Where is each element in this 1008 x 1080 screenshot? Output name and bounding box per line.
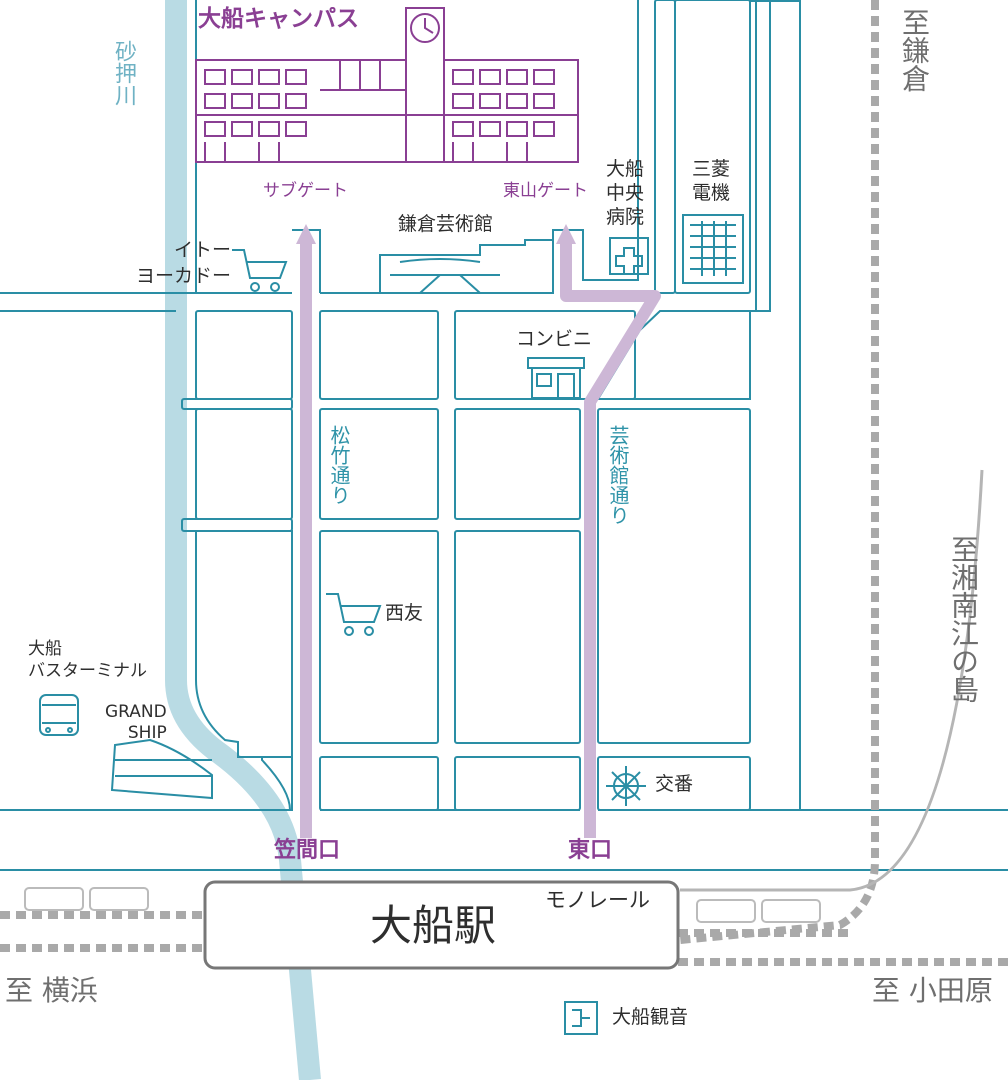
convenience-label: コンビニ (516, 328, 593, 350)
koban-label: 交番 (655, 773, 694, 795)
shochiku-street-label: 松竹通り (327, 425, 351, 505)
grand-ship-icon (110, 738, 213, 800)
ofuna-station-box (203, 880, 680, 970)
east-exit-label: 東口 (568, 838, 613, 863)
hospital-label: 大船 中央 病院 (606, 158, 645, 228)
train-icon-right (696, 899, 821, 923)
direction-odawara: 至 小田原 (872, 974, 993, 1007)
kamakura-arts-label: 鎌倉芸術館 (398, 213, 494, 235)
direction-enoshima: 至湘南江の島 (947, 535, 980, 703)
railway-tracks (0, 0, 1008, 966)
kannon-label: 大船観音 (612, 1006, 689, 1028)
direction-kamakura: 至鎌倉 (898, 8, 931, 92)
temple-icon (564, 1001, 598, 1035)
campus-title: 大船キャンパス (198, 6, 359, 32)
direction-yokohama: 至 横浜 (5, 974, 98, 1007)
walking-routes (296, 224, 661, 838)
train-icon-left (24, 887, 149, 911)
hospital-icon (609, 237, 649, 275)
kasama-exit-label: 笠間口 (274, 838, 341, 863)
itoyokado-label: イトー ヨーカドー (136, 239, 232, 287)
geijutsukan-street-label: 芸術館通り (606, 425, 630, 525)
east-gate-label: 東山ゲート (503, 181, 588, 201)
bus-terminal-label: 大船 バスターミナル (28, 639, 147, 682)
bus-icon (39, 694, 79, 736)
station-name: 大船駅 (370, 901, 497, 950)
monorail-label: モノレール (545, 888, 650, 912)
city-blocks (0, 0, 1008, 871)
sub-gate-label: サブゲート (263, 181, 348, 201)
grand-ship-label: GRAND SHIP (105, 702, 167, 744)
convenience-store-icon (527, 357, 585, 399)
seiyu-label: 西友 (385, 602, 424, 624)
cart-icon-itoyokado (232, 249, 288, 292)
river-label: 砂押川 (111, 40, 136, 106)
cart-icon-seiyu (326, 593, 382, 636)
mitsubishi-label: 三菱 電機 (692, 158, 731, 204)
police-box-icon (606, 766, 646, 806)
kamakura-arts-building-icon (379, 239, 554, 294)
mitsubishi-building-icon (682, 214, 744, 284)
campus-building-icon (195, 7, 579, 163)
sunaoshi-river (165, 0, 321, 1080)
